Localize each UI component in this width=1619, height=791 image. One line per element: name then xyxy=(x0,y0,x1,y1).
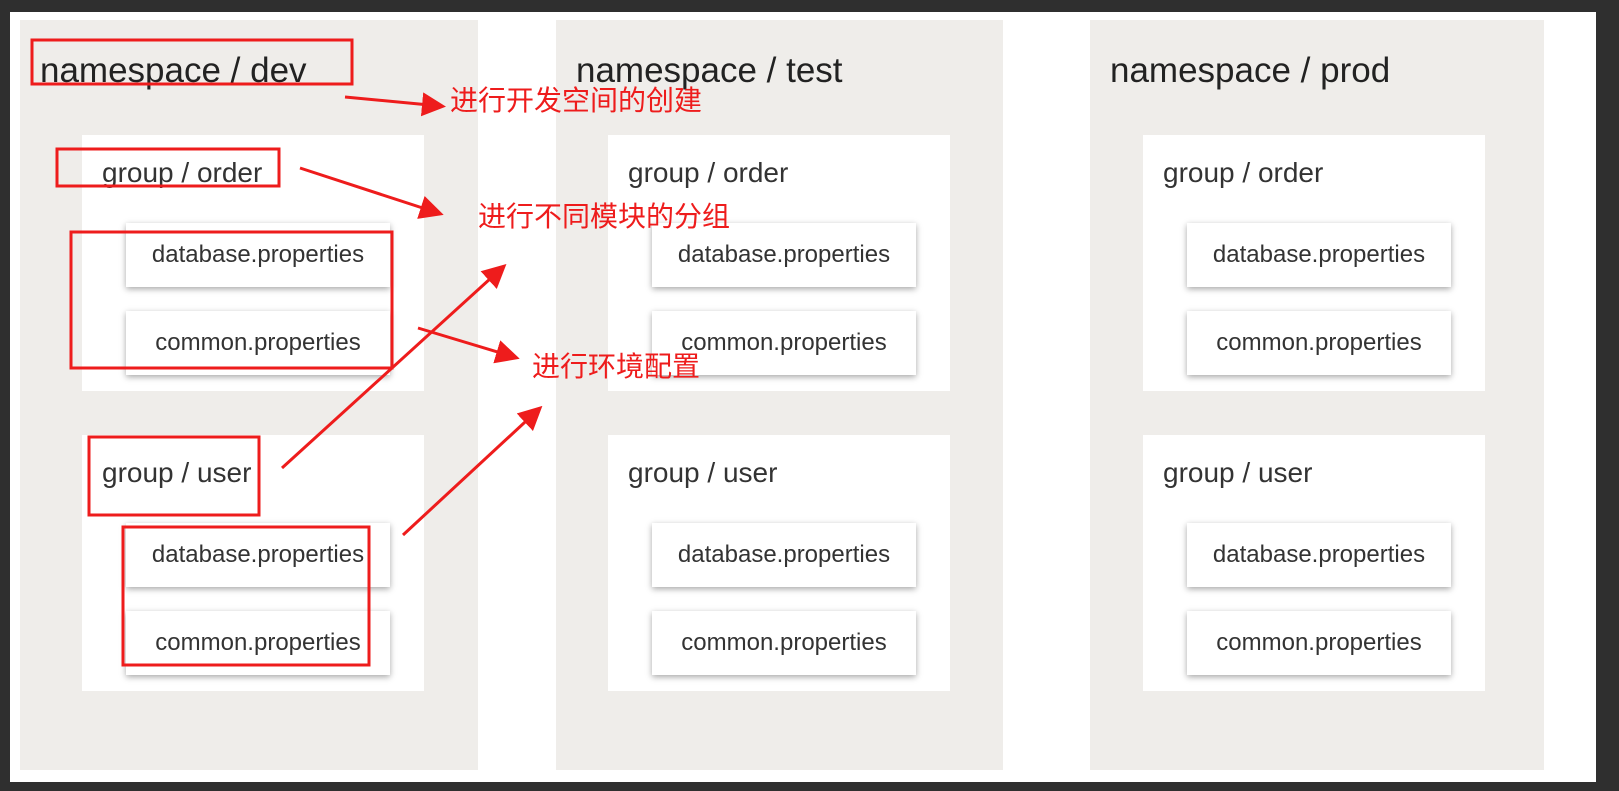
group-card-user: group / user database.properties common.… xyxy=(1143,435,1485,691)
group-card-order: group / order database.properties common… xyxy=(608,135,950,391)
namespace-panel-prod: namespace / prod group / order database.… xyxy=(1090,20,1544,770)
file-card: database.properties xyxy=(126,523,390,587)
file-card: common.properties xyxy=(126,311,390,375)
namespace-panel-test: namespace / test group / order database.… xyxy=(556,20,1003,770)
group-card-user: group / user database.properties common.… xyxy=(608,435,950,691)
file-card: common.properties xyxy=(126,611,390,675)
group-title: group / order xyxy=(1163,157,1324,188)
namespace-title: namespace / prod xyxy=(1110,51,1391,90)
file-card: database.properties xyxy=(652,223,916,287)
group-title: group / user xyxy=(1163,457,1313,488)
annotation-group-note: 进行不同模块的分组 xyxy=(478,200,731,233)
file-card: common.properties xyxy=(1187,611,1451,675)
file-card: database.properties xyxy=(652,523,916,587)
file-card: database.properties xyxy=(1187,223,1451,287)
namespace-title: namespace / dev xyxy=(40,51,307,90)
group-card-user: group / user database.properties common.… xyxy=(82,435,424,691)
group-title: group / user xyxy=(102,457,252,488)
file-card: common.properties xyxy=(1187,311,1451,375)
group-card-order: group / order database.properties common… xyxy=(82,135,424,391)
file-card: database.properties xyxy=(126,223,390,287)
group-title: group / order xyxy=(102,157,263,188)
namespace-panel-dev: namespace / dev group / order database.p… xyxy=(20,20,478,770)
diagram-canvas: namespace / dev group / order database.p… xyxy=(10,12,1596,782)
file-card: common.properties xyxy=(652,611,916,675)
namespace-title: namespace / test xyxy=(576,51,843,90)
group-card-order: group / order database.properties common… xyxy=(1143,135,1485,391)
group-title: group / user xyxy=(628,457,778,488)
file-card: common.properties xyxy=(652,311,916,375)
annotation-config-note: 进行环境配置 xyxy=(532,350,701,383)
annotation-namespace-note: 进行开发空间的创建 xyxy=(450,84,703,117)
group-title: group / order xyxy=(628,157,789,188)
file-card: database.properties xyxy=(1187,523,1451,587)
